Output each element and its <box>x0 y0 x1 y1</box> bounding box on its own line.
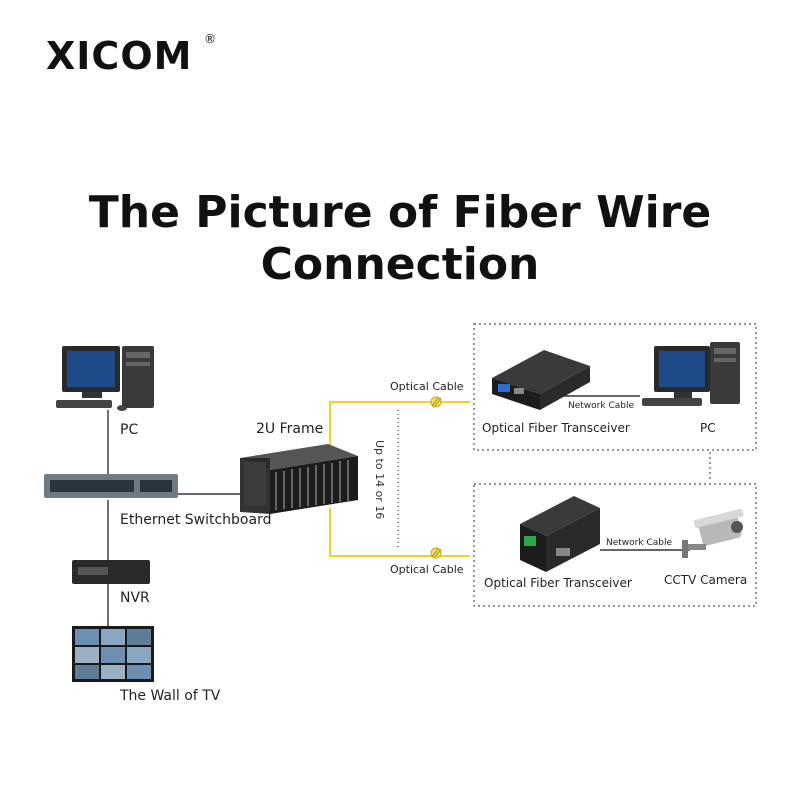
capacity-label: Up to 14 or 16 <box>373 440 386 520</box>
pc-right-icon <box>642 342 740 406</box>
pc-right-label: PC <box>700 421 716 435</box>
transceiver-top-label: Optical Fiber Transceiver <box>482 421 630 435</box>
connector-icon-top <box>430 396 442 408</box>
ethernet-switch-icon <box>44 474 178 498</box>
fiber-cable-top <box>329 401 470 448</box>
pc-left-label: PC <box>120 422 139 438</box>
xicom-logo: XICOM <box>46 34 193 78</box>
transceiver-bottom-label: Optical Fiber Transceiver <box>484 576 632 590</box>
nvr-icon <box>72 560 150 584</box>
tv-wall-icon <box>72 626 154 682</box>
pc-left-icon <box>56 346 154 411</box>
transceiver-top-icon <box>492 350 590 410</box>
network-cable-bottom-label: Network Cable <box>606 538 672 548</box>
switchboard-label: Ethernet Switchboard <box>120 512 272 528</box>
optical-cable-bottom-label: Optical Cable <box>390 563 464 576</box>
cctv-camera-label: CCTV Camera <box>664 573 748 587</box>
tv-wall-label: The Wall of TV <box>120 688 221 704</box>
2u-frame-icon <box>240 444 358 514</box>
connector-icon-bottom <box>430 547 442 559</box>
2u-frame-label: 2U Frame <box>256 421 324 437</box>
page-title-line2: Connection <box>260 239 540 290</box>
registered-mark: ® <box>204 32 216 46</box>
bottom-destination-box <box>473 483 757 607</box>
top-destination-box <box>473 323 757 451</box>
fiber-cable-bottom <box>329 508 470 557</box>
network-cable-top-label: Network Cable <box>568 401 634 411</box>
optical-cable-top-label: Optical Cable <box>390 380 464 393</box>
page-title-line1: The Picture of Fiber Wire <box>88 187 712 238</box>
transceiver-bottom-icon <box>520 496 600 572</box>
cctv-camera-icon <box>682 508 744 558</box>
nvr-label: NVR <box>120 590 150 606</box>
